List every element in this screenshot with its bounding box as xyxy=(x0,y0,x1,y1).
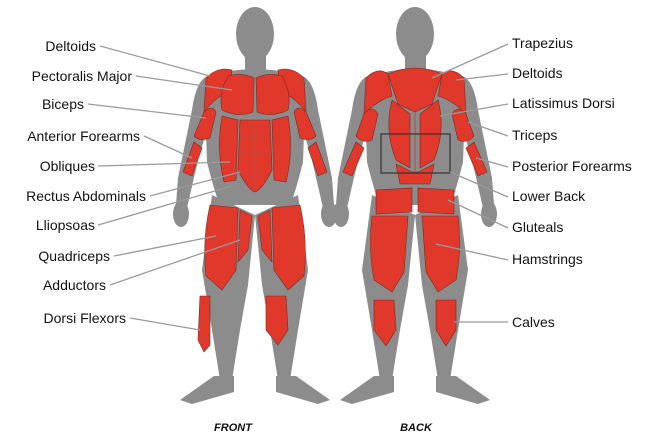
label-lower-back: Lower Back xyxy=(512,188,586,204)
label-pectoralis-major: Pectoralis Major xyxy=(32,68,133,84)
front-view-caption: FRONT xyxy=(214,422,253,434)
pectoralis-left-muscle xyxy=(221,74,254,114)
label-deltoids-back: Deltoids xyxy=(512,65,563,81)
label-rectus-abdominals: Rectus Abdominals xyxy=(26,188,146,204)
label-obliques: Obliques xyxy=(40,158,95,174)
label-gluteals: Gluteals xyxy=(512,219,563,235)
gluteal-right-muscle xyxy=(418,188,454,214)
front-labels: Deltoids Pectoralis Major Biceps Anterio… xyxy=(26,38,146,326)
label-hamstrings: Hamstrings xyxy=(512,251,583,267)
front-figure xyxy=(173,7,337,404)
pectoralis-right-muscle xyxy=(256,74,289,114)
label-quadriceps: Quadriceps xyxy=(38,248,110,264)
back-labels: Trapezius Deltoids Latissimus Dorsi Tric… xyxy=(512,35,632,330)
label-latissimus-dorsi: Latissimus Dorsi xyxy=(512,95,615,111)
label-posterior-forearms: Posterior Forearms xyxy=(512,158,632,174)
back-view-caption: BACK xyxy=(400,422,433,434)
oblique-right-muscle xyxy=(272,116,291,182)
label-dorsi-flexors: Dorsi Flexors xyxy=(44,310,126,326)
label-adductors: Adductors xyxy=(43,277,106,293)
label-triceps: Triceps xyxy=(512,127,557,143)
label-deltoids: Deltoids xyxy=(45,38,96,54)
oblique-left-muscle xyxy=(219,116,238,182)
label-trapezius: Trapezius xyxy=(512,35,573,51)
gluteal-left-muscle xyxy=(376,188,412,214)
back-figure xyxy=(333,7,497,404)
label-anterior-forearms: Anterior Forearms xyxy=(27,128,140,144)
label-biceps: Biceps xyxy=(42,96,84,112)
label-calves: Calves xyxy=(512,314,555,330)
label-lliopsoas: Lliopsoas xyxy=(36,217,95,233)
dorsi-flexor-left-muscle xyxy=(198,296,210,352)
